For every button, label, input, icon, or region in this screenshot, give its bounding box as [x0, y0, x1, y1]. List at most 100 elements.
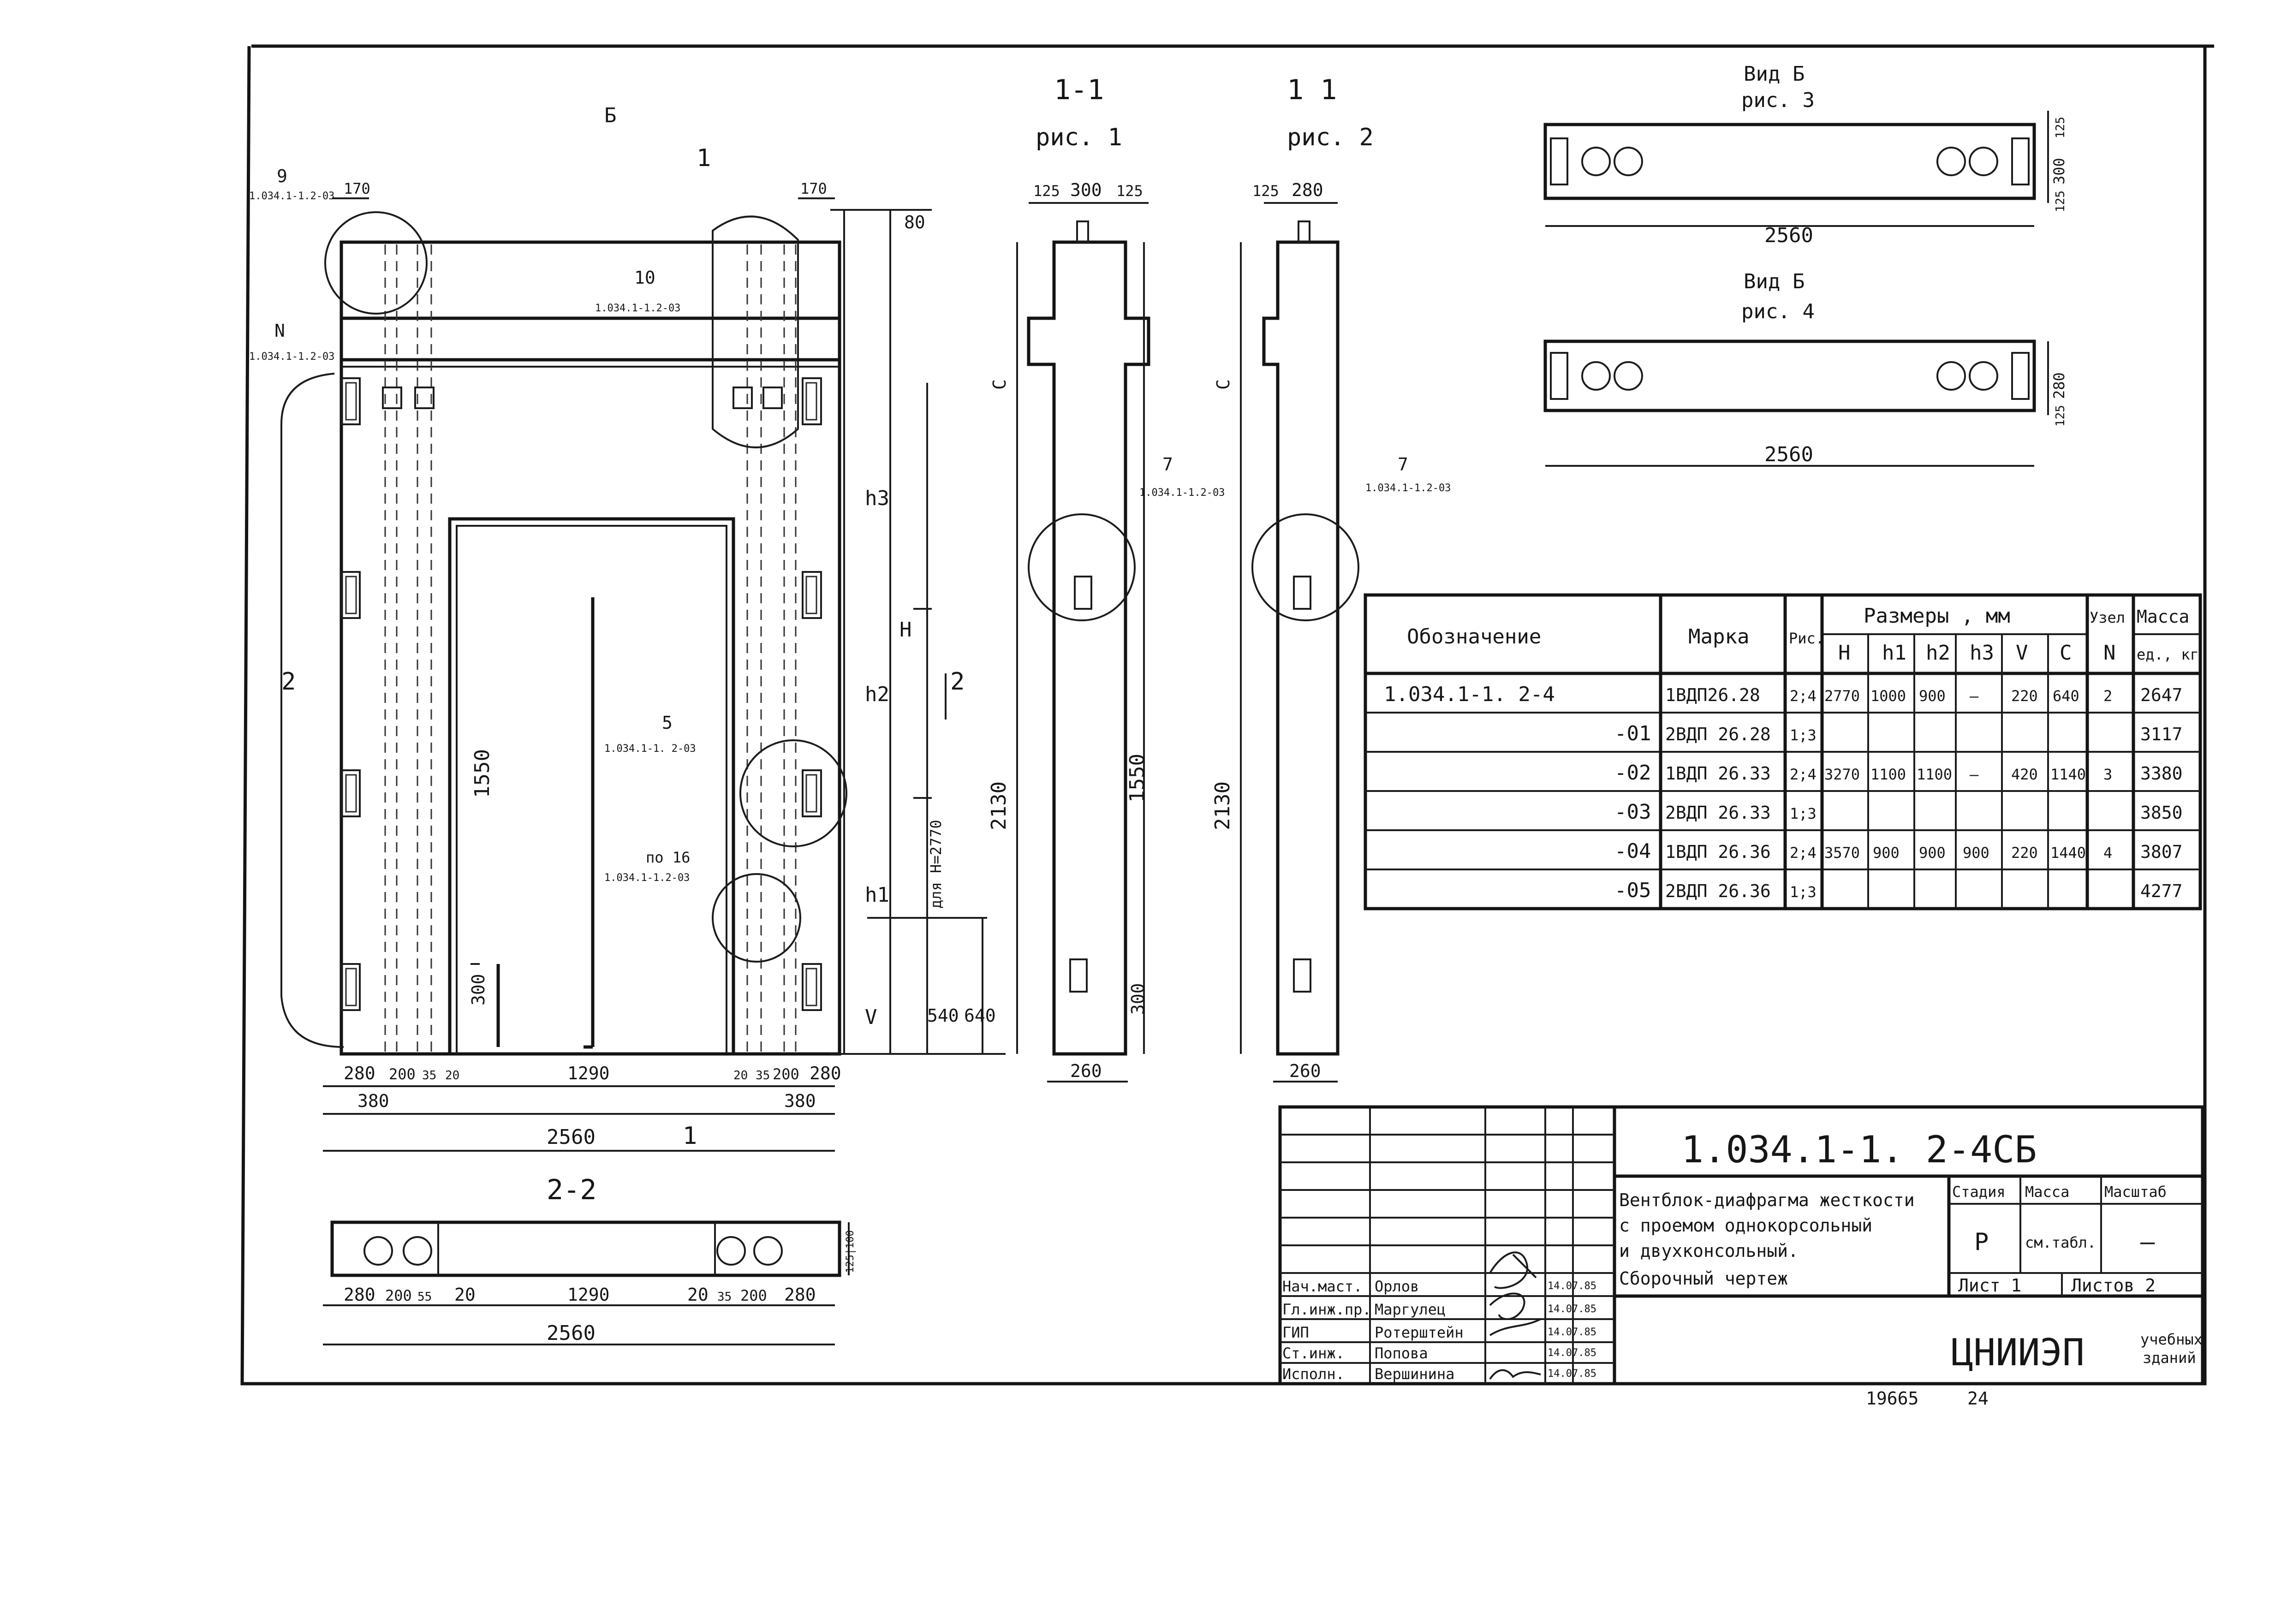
name-1: Орлов: [1375, 1278, 1419, 1295]
table-header-node: Узел: [2090, 609, 2125, 626]
table-cell-fig: 2;4: [1790, 844, 1817, 862]
table-cell-V: 220: [2011, 844, 2038, 862]
table-cell-H: 2770: [1824, 687, 1860, 705]
dim-380-right: 380: [784, 1091, 816, 1111]
dim-35-right: 35: [756, 1069, 770, 1083]
callout-16-number: по 16: [646, 849, 690, 866]
dim-side2-125: 125: [1252, 182, 1279, 200]
figure-label-3: рис. 3: [1741, 89, 1815, 112]
organization-sub-2: зданий: [2143, 1349, 2196, 1367]
dim-view4-125: 125: [2054, 405, 2067, 427]
dim-22-280b: 280: [784, 1285, 816, 1305]
table-cell-h2: 900: [1919, 844, 1946, 862]
table-header-C: C: [2060, 641, 2072, 665]
dim-200-left: 200: [389, 1065, 416, 1083]
table-cell-fig: 1;3: [1790, 805, 1817, 822]
callout-16-ref: 1.034.1-1.2-03: [604, 872, 690, 884]
table-cell-C: 640: [2053, 687, 2079, 705]
signature-3: [1489, 1318, 1541, 1336]
table-cell-designation: -05: [1614, 879, 1651, 902]
section-label-2-right: 2: [950, 668, 965, 696]
dim-22-55: 55: [417, 1290, 432, 1304]
table-cell-N: 3: [2103, 766, 2112, 783]
dim-380-left: 380: [357, 1091, 389, 1111]
callout-7b-number: 7: [1398, 454, 1408, 475]
table-cell-mark: 1ВДП26.28: [1665, 685, 1760, 705]
view-title-b-3: Вид Б: [1744, 62, 1805, 86]
signature-1: [1489, 1251, 1537, 1289]
date-5: 14.07.85: [1548, 1368, 1596, 1380]
table-cell-V: 420: [2011, 766, 2038, 783]
table-cell-mass: 2647: [2140, 685, 2183, 705]
dim-20-left: 20: [445, 1069, 459, 1083]
callout-9-number: 9: [277, 166, 287, 186]
table-row: -04 1ВДП 26.36 2;4 3570 900 900 900 220 …: [1614, 839, 2183, 863]
role-2: Гл.инж.пр.: [1282, 1301, 1371, 1318]
dim-side1-C: C: [989, 379, 1010, 390]
dim-280-left: 280: [344, 1063, 375, 1083]
dim-22-height: 125|100: [845, 1230, 856, 1273]
table-cell-N: 2: [2103, 687, 2112, 705]
table-cell-designation: -04: [1614, 839, 1651, 863]
role-1: Нач.маст.: [1282, 1278, 1362, 1295]
figure-label-4: рис. 4: [1741, 300, 1815, 323]
sheet-frame: [240, 44, 2214, 1386]
section-title-1-1-b: 1 1: [1287, 74, 1337, 106]
dim-for-H-2770: для H=2770: [927, 820, 945, 909]
table-cell-fig: 1;3: [1790, 883, 1817, 901]
dim-22-200b: 200: [740, 1287, 767, 1304]
section-1-1-fig1: [1016, 202, 1150, 1083]
table-cell-mass: 3850: [2140, 803, 2183, 823]
inventory-number: 19665: [1866, 1388, 1918, 1409]
section-1-1-fig2: [1240, 202, 1359, 1083]
section-label-b-top: Б: [604, 104, 617, 127]
dim-640: 640: [964, 1005, 996, 1026]
page-number: 24: [1967, 1388, 1989, 1409]
table-header-h1: h1: [1882, 641, 1906, 665]
dim-1290: 1290: [567, 1063, 610, 1083]
drawing-name-line-4: Сборочный чертеж: [1619, 1268, 1788, 1289]
table-header-unit-kg: ед., кг: [2137, 646, 2199, 663]
role-5: Исполн.: [1282, 1365, 1345, 1383]
scale-value: —: [2140, 1228, 2155, 1256]
dim-300: 300: [468, 974, 488, 1005]
front-dimensions: [323, 197, 1006, 1152]
callout-7b-ref: 1.034.1-1.2-03: [1365, 482, 1451, 494]
dim-V: V: [865, 1005, 877, 1029]
dim-view3-2560: 2560: [1764, 224, 1813, 247]
table-cell-C: 1440: [2050, 844, 2086, 862]
table-header-designation: Обозначение: [1407, 625, 1541, 648]
dim-22-2560: 2560: [547, 1321, 596, 1345]
drawing-name-line-1: Вентблок-диафрагма жесткости: [1619, 1190, 1915, 1210]
scale-header: Масштаб: [2104, 1183, 2167, 1201]
table-cell-mark: 1ВДП 26.36: [1665, 842, 1771, 862]
table-header-H: H: [1838, 641, 1851, 665]
dim-80: 80: [904, 212, 925, 232]
table-row: -03 2ВДП 26.33 1;3 3850: [1614, 800, 2183, 824]
mass-header: Масса: [2025, 1183, 2069, 1201]
section-title-2-2: 2-2: [547, 1174, 596, 1206]
table-cell-h2: 1100: [1917, 766, 1952, 783]
dim-side1-125b: 125: [1116, 182, 1143, 200]
drawing-name-line-3: и двухконсольный.: [1619, 1241, 1799, 1261]
callout-10-ref: 1.034.1-1.2-03: [595, 303, 680, 314]
dim-22-280a: 280: [344, 1285, 375, 1305]
dim-view3-125: 125: [2054, 117, 2067, 138]
section-2-2: [323, 1220, 850, 1345]
table-cell-designation: -03: [1614, 800, 1651, 824]
callout-9-ref: 1.034.1-1.2-03: [249, 190, 334, 202]
dim-side1-260: 260: [1070, 1061, 1102, 1081]
table-row: -01 2ВДП 26.28 1;3 3117: [1614, 722, 2183, 745]
table-row: -02 1ВДП 26.33 2;4 3270 1100 1100 — 420 …: [1614, 761, 2183, 785]
table-cell-mark: 1ВДП 26.33: [1665, 763, 1771, 784]
table-header-dimensions: Размеры , мм: [1864, 604, 2010, 628]
callout-7a-number: 7: [1162, 454, 1173, 475]
dim-side2-C: C: [1213, 379, 1233, 390]
dim-side1-125a: 125: [1033, 182, 1060, 200]
table-cell-h2: 900: [1919, 687, 1946, 705]
table-cell-mass: 3117: [2140, 724, 2183, 744]
table-header-h2: h2: [1926, 641, 1950, 665]
specification-table-grid: [1364, 593, 2202, 910]
table-cell-h1: 1100: [1870, 766, 1906, 783]
